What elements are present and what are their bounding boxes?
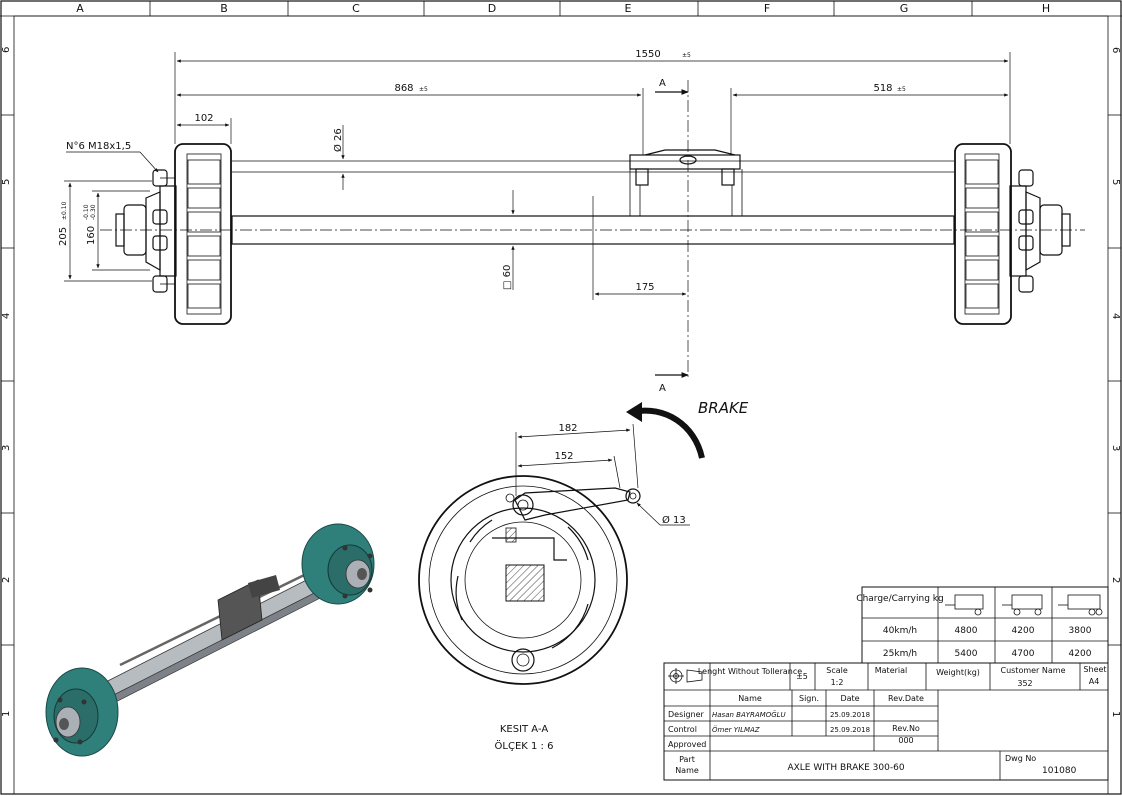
scale-label: Scale	[826, 666, 848, 675]
col-date-header: Date	[840, 694, 859, 703]
col-label-a: A	[76, 2, 84, 15]
control-name: Ömer YILMAZ	[712, 725, 760, 734]
load-table: Charge/Carrying kg 40km/h 4800 4200 3800…	[856, 586, 1109, 664]
length-tolerance-label: Lenght Without Tollerance	[698, 667, 802, 676]
col-revdate-header: Rev.Date	[888, 694, 924, 703]
dwg-no-label: Dwg No	[1005, 754, 1036, 763]
col-label-f: F	[764, 2, 770, 15]
title-block: Lenght Without Tollerance ±5 Scale 1:2 M…	[663, 662, 1109, 781]
col-name-header: Name	[738, 694, 762, 703]
row-label-5-right: 5	[1110, 179, 1121, 185]
row-label-2-right: 2	[1110, 577, 1121, 583]
dim-pcd-outer-tol: ±0.10	[61, 201, 68, 220]
row-label-3-right: 3	[1110, 445, 1121, 451]
load-table-header: Charge/Carrying kg	[856, 594, 943, 604]
load-row-speed-1: 40km/h	[883, 626, 917, 636]
sheet-label: Sheet	[1083, 665, 1106, 674]
rev-no-value: 000	[898, 736, 913, 745]
section-scale: ÖLÇEK 1 : 6	[495, 739, 554, 752]
dim-pcd-inner-tol-bot: -0.30	[90, 204, 97, 220]
projection-symbol-icon	[668, 668, 703, 684]
load-row-2-value-1: 5400	[955, 649, 978, 659]
load-row-1-value-1: 4800	[955, 626, 978, 636]
row-label-2: 2	[1, 577, 12, 583]
part-label-1: Part	[679, 755, 695, 764]
row-label-4: 4	[1, 313, 12, 319]
part-label-2: Name	[675, 766, 699, 775]
dim-offset: 175	[635, 282, 654, 293]
material-label: Material	[875, 666, 908, 675]
designer-date: 25.09.2018	[830, 711, 870, 719]
row-label-6: 6	[1, 47, 12, 53]
dim-pcd-outer: 205	[58, 227, 69, 246]
load-row-2-value-2: 4700	[1012, 649, 1035, 659]
col-label-h: H	[1042, 2, 1050, 15]
col-label-e: E	[625, 2, 632, 15]
dim-right-to-mount-tol: ±5	[897, 86, 906, 93]
dim-pcd-inner-tol-top: -0.10	[83, 204, 90, 220]
mount-bracket	[629, 149, 743, 216]
customer-name-value: 352	[1017, 679, 1032, 688]
trailer-icon-close-tandem	[1058, 594, 1103, 616]
dim-left-to-mount: 868	[394, 83, 413, 94]
right-hub	[954, 143, 1071, 325]
col-label-b: B	[220, 2, 228, 15]
load-row-1-value-3: 3800	[1069, 626, 1092, 636]
dim-right-to-mount: 518	[873, 83, 892, 94]
weight-label: Weight(kg)	[936, 668, 980, 677]
col-label-d: D	[488, 2, 496, 15]
load-row-2-value-3: 4200	[1069, 649, 1092, 659]
dwg-no-value: 101080	[1042, 766, 1077, 776]
trailer-icon-single	[945, 594, 984, 616]
brake-title: BRAKE	[698, 399, 749, 417]
brake-rotation-arrow	[631, 407, 705, 459]
dim-pin-diameter: Ø 13	[662, 514, 686, 526]
row-label-4-right: 4	[1110, 313, 1121, 319]
dim-lever-long: 182	[558, 423, 577, 434]
col-label-c: C	[352, 2, 360, 15]
approved-label: Approved	[668, 740, 706, 749]
left-hub	[115, 143, 232, 325]
dim-rod-diameter: Ø 26	[332, 128, 344, 152]
trailer-icon-tandem	[1002, 594, 1043, 616]
load-row-speed-2: 25km/h	[883, 649, 917, 659]
iso-beam	[89, 564, 345, 704]
rev-no-label: Rev.No	[892, 724, 920, 733]
load-row-1-value-2: 4200	[1012, 626, 1035, 636]
length-tolerance-value: ±5	[796, 672, 808, 681]
dim-beam-square: □ 60	[502, 265, 513, 290]
section-name: KESIT A-A	[500, 724, 548, 735]
row-label-1: 1	[1, 711, 12, 717]
iso-bracket	[217, 579, 263, 641]
section-label-top: A	[659, 78, 666, 89]
col-label-g: G	[900, 2, 909, 15]
dim-hub-width: 102	[194, 113, 213, 124]
col-sign-header: Sign.	[799, 694, 819, 703]
row-label-6-right: 6	[1110, 47, 1121, 53]
row-label-5: 5	[1, 179, 12, 185]
section-label-bottom: A	[659, 383, 666, 394]
row-label-1-right: 1	[1110, 711, 1121, 717]
dim-left-to-mount-tol: ±5	[419, 86, 428, 93]
sheet-value: A4	[1089, 677, 1100, 686]
customer-name-label: Customer Name	[1000, 666, 1065, 675]
part-name: AXLE WITH BRAKE 300-60	[787, 763, 904, 773]
designer-name: Hasan BAYRAMOĞLU	[712, 710, 786, 719]
brake-section-view: BRAKE 182 152 Ø 13 KESIT A	[418, 399, 749, 752]
row-label-3: 3	[1, 445, 12, 451]
bolt-note: N°6 M18x1,5	[66, 141, 131, 152]
control-label: Control	[668, 725, 697, 734]
dim-overall-tol: ±5	[682, 52, 691, 59]
designer-label: Designer	[668, 710, 705, 719]
isometric-axle	[45, 523, 375, 757]
dim-pcd-inner: 160	[86, 226, 97, 245]
dim-overall: 1550	[635, 49, 660, 60]
control-date: 25.09.2018	[830, 726, 870, 734]
scale-value: 1:2	[831, 678, 844, 687]
dim-lever-short: 152	[554, 451, 573, 462]
axle-front-view: A A 1550 ±5 868 ±5 518 ±5 102 N°6 M18x1,…	[58, 49, 1085, 394]
